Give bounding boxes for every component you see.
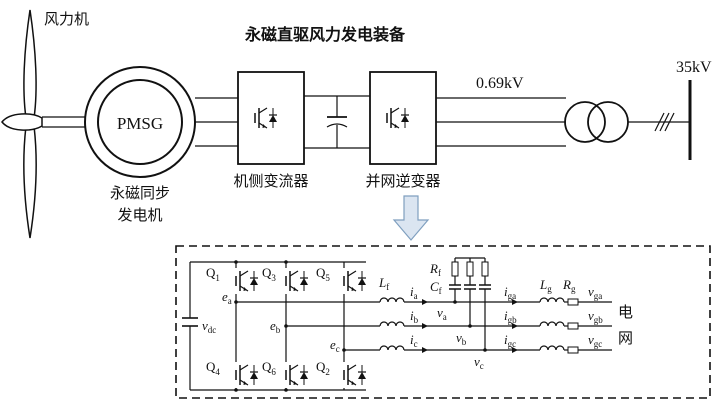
grid-side-inverter [369,71,437,165]
vb-label: vb [456,330,467,347]
machine-side-converter [237,71,305,165]
three-phase-line-grid [436,97,566,147]
switch-q3-label: Q3 [262,265,276,283]
vc-label: vc [474,354,484,371]
ic-label: ic [410,332,418,349]
switch-q3 [278,268,309,294]
transformer [564,101,629,143]
ea-label: ea [222,289,232,306]
machine-side-converter-label: 机侧变流器 [233,172,308,190]
switch-q4-label: Q4 [206,359,220,377]
ec-label: ec [330,337,340,354]
detail-arrow [392,195,430,241]
switch-q5 [336,268,367,294]
pmsg-generator [84,66,196,178]
dc-link [304,95,370,149]
switch-q6 [278,362,309,388]
va-label: va [437,305,447,322]
phase-lines [234,297,612,354]
lg-label: Lg [539,277,552,294]
igb-label: igb [504,308,517,325]
rf-label: Rf [429,261,441,278]
filter-branches [449,257,491,352]
switch-q2 [336,362,367,388]
cf-label: Cf [430,279,442,296]
grid-label-char2: 网 [618,329,633,347]
switch-q2-label: Q2 [316,359,330,377]
switch-q4 [228,362,259,388]
vgb-label: vgb [588,308,603,325]
switch-q5-label: Q5 [316,265,330,283]
wind-turbine-label: 风力机 [44,10,89,28]
detail-box [175,245,711,399]
eb-label: eb [270,318,281,335]
three-phase-line-generator [195,97,238,147]
dc-rails [182,261,366,391]
pmsg-caption-line1: 永磁同步 [110,184,170,202]
switch-q6-label: Q6 [262,359,276,377]
switch-q1 [228,268,259,294]
switch-q1-label: Q1 [206,265,220,283]
hv-line [628,80,692,160]
vga-label: vga [588,284,602,301]
pmsg-label: PMSG [117,114,163,133]
voltage-high-label: 35kV [676,59,712,76]
vgc-label: vgc [588,332,602,349]
rg-label: Rg [562,277,576,294]
ib-label: ib [410,308,419,325]
igc-label: igc [504,332,516,349]
vdc-label: vdc [202,318,216,335]
lf-label: Lf [378,275,389,292]
iga-label: iga [504,284,516,301]
voltage-low-label: 0.69kV [476,75,524,92]
wind-turbine [1,9,92,239]
ia-label: ia [410,284,418,301]
pmsg-caption-line2: 发电机 [117,206,162,224]
grid-label-char1: 电 [618,303,633,321]
page-title: 永磁直驱风力发电装备 [244,25,406,44]
grid-side-inverter-label: 并网逆变器 [365,172,440,190]
